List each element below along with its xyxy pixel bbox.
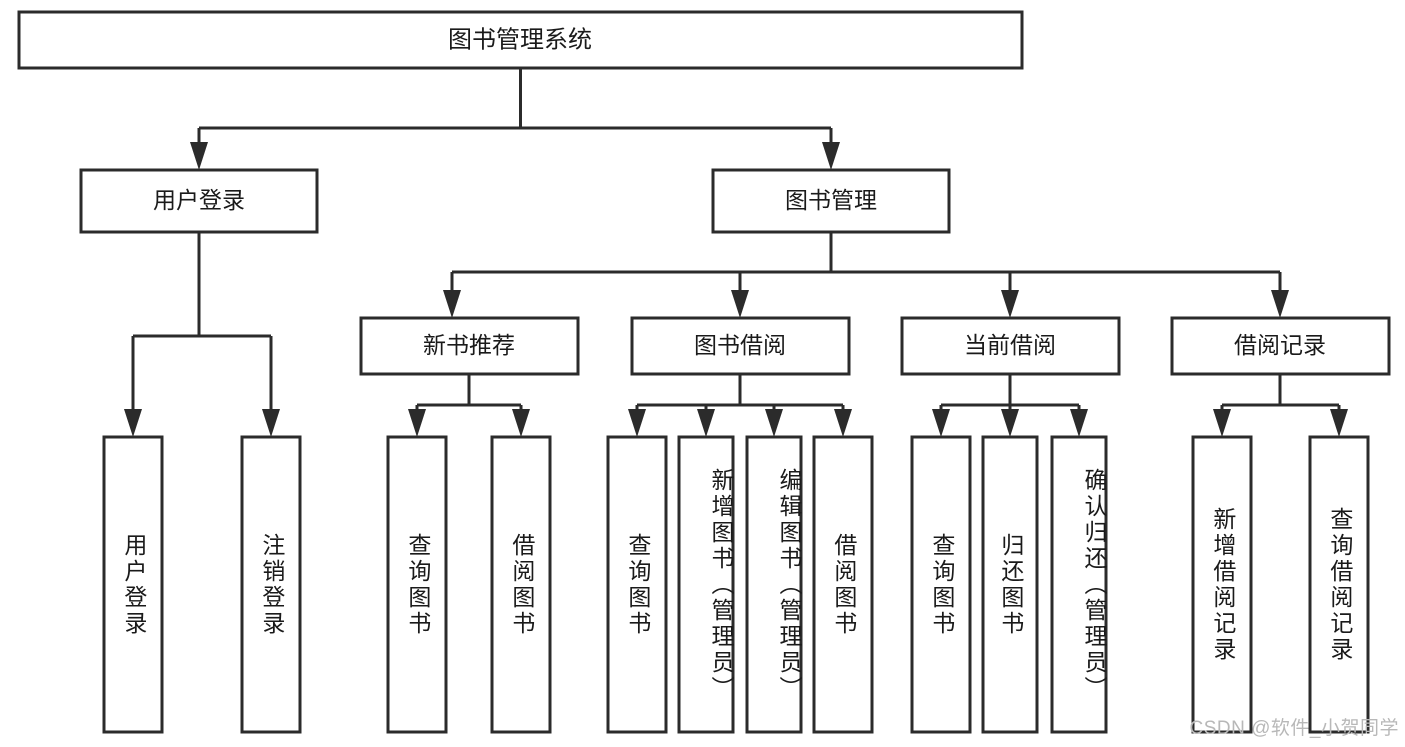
leaf-query-record-box[interactable]	[1308, 435, 1370, 734]
arrow-leaf-query-book-1	[408, 409, 426, 437]
arrow-leaf-add-record	[1213, 409, 1231, 437]
node-root-box[interactable]	[17, 10, 1024, 70]
leaf-query-book-2-box[interactable]	[606, 435, 668, 734]
node-current-borrow[interactable]: 当前借阅	[900, 316, 1121, 376]
leaf-query-book-1-box[interactable]	[386, 435, 448, 734]
connector-group-book-borrow	[628, 374, 852, 437]
leaf-query-book-3-box[interactable]	[910, 435, 972, 734]
node-book-borrow-label: 图书借阅	[694, 332, 786, 358]
node-book-borrow-box[interactable]	[630, 316, 851, 376]
leaf-borrow-book-1-box[interactable]	[490, 435, 552, 734]
node-user-login[interactable]: 用户登录	[79, 168, 319, 234]
connector-group-borrow-record	[1213, 374, 1348, 437]
arrow-leaf-query-book-3	[932, 409, 950, 437]
arrow-new-book-recommend	[443, 290, 461, 318]
connector-group-user-login	[124, 232, 280, 437]
node-new-book-recommend[interactable]: 新书推荐	[359, 316, 580, 376]
leaf-group-new-book-recommend	[386, 435, 552, 734]
leaf-group-user-login	[102, 435, 302, 734]
leaf-edit-book-box[interactable]	[745, 435, 803, 734]
arrow-leaf-query-book-2	[628, 409, 646, 437]
leaf-logout-login-box[interactable]	[240, 435, 302, 734]
node-book-management-label: 图书管理	[785, 187, 877, 213]
node-book-management-box[interactable]	[711, 168, 951, 234]
connector-group-current-borrow	[932, 374, 1088, 437]
node-new-book-recommend-box[interactable]	[359, 316, 580, 376]
arrow-leaf-query-record	[1330, 409, 1348, 437]
arrow-leaf-edit-book	[765, 409, 783, 437]
leaf-group-current-borrow	[910, 435, 1108, 734]
node-book-management[interactable]: 图书管理	[711, 168, 951, 234]
connector-group-new-book-recommend	[408, 374, 530, 437]
arrow-leaf-confirm-return	[1070, 409, 1088, 437]
leaf-return-book-box[interactable]	[981, 435, 1039, 734]
node-book-borrow[interactable]: 图书借阅	[630, 316, 851, 376]
arrow-leaf-return-book	[1001, 409, 1019, 437]
leaf-user-login-box[interactable]	[102, 435, 164, 734]
arrow-leaf-user-login	[124, 409, 142, 437]
leaf-group-borrow-record	[1191, 435, 1370, 734]
node-new-book-recommend-label: 新书推荐	[423, 332, 515, 358]
node-borrow-record-label: 借阅记录	[1234, 332, 1326, 358]
arrow-book-management	[822, 142, 840, 170]
leaf-borrow-book-2-box[interactable]	[812, 435, 874, 734]
csdn-watermark: CSDN @软件_小贺同学	[1189, 718, 1399, 739]
node-root-label: 图书管理系统	[448, 26, 592, 53]
node-current-borrow-box[interactable]	[900, 316, 1121, 376]
arrow-user-login	[190, 142, 208, 170]
node-root[interactable]: 图书管理系统	[17, 10, 1024, 70]
node-borrow-record[interactable]: 借阅记录	[1170, 316, 1391, 376]
leaf-group-book-borrow	[606, 435, 874, 734]
arrow-book-borrow	[731, 290, 749, 318]
arrow-leaf-logout-login	[262, 409, 280, 437]
arrow-leaf-borrow-book-1	[512, 409, 530, 437]
node-user-login-label: 用户登录	[153, 187, 245, 213]
arrow-borrow-record	[1271, 290, 1289, 318]
leaf-add-record-box[interactable]	[1191, 435, 1253, 734]
connector-group-book-management	[443, 232, 1289, 318]
leaf-add-book-box[interactable]	[677, 435, 735, 734]
connector-group-root	[190, 68, 840, 170]
arrow-current-borrow	[1001, 290, 1019, 318]
node-user-login-box[interactable]	[79, 168, 319, 234]
leaf-confirm-return-box[interactable]	[1050, 435, 1108, 734]
arrow-leaf-borrow-book-2	[834, 409, 852, 437]
node-borrow-record-box[interactable]	[1170, 316, 1391, 376]
node-current-borrow-label: 当前借阅	[964, 332, 1056, 358]
arrow-leaf-add-book	[697, 409, 715, 437]
